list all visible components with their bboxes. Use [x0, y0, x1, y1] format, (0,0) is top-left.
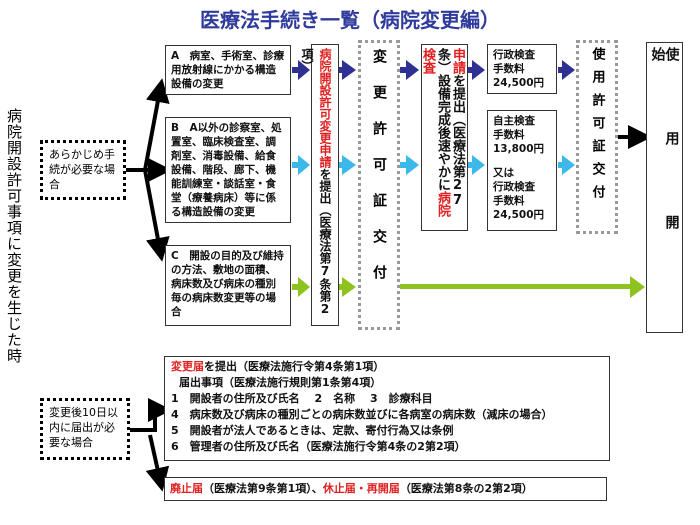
- closure-box: 廃止届（医療法第9条第1項）、休止届・再開届（医療法第8条の2第2項）: [164, 477, 607, 501]
- fee-amount: 24,500円: [493, 209, 545, 221]
- hospital-inspection: 病院検査: [420, 48, 450, 217]
- fee-label: 手数料: [493, 129, 525, 141]
- inspection-application: 申請を提出（医療法第27条）設備完成後速やかに病院検査: [420, 44, 468, 231]
- condition-advance: あらかじめ手続が必要な場合: [40, 140, 126, 200]
- change-permit: 変更許可証交付: [358, 40, 400, 330]
- box-a: A 病室、手術室、診療用放射線にかかる構造設備の変更: [165, 45, 291, 95]
- notice-item: 6 管理者の住所及び氏名（医療法施行令第4条の2第2項）: [171, 440, 466, 453]
- fee-amount: 13,800円: [493, 143, 545, 155]
- use-permit: 使用許可証交付: [576, 40, 618, 234]
- page-title: 医療法手続き一覧（病院変更編）: [200, 8, 500, 32]
- box-b: B A以外の診察室、処置室、臨床検査室、調剤室、消毒設備、給食設備、階段、廊下、…: [165, 117, 291, 223]
- use-start-text: 使用開始: [649, 47, 680, 299]
- change-notice-text: を提出（医療法施行令第4条第1項）: [204, 360, 385, 373]
- closure-text: （医療法第9条第1項）、: [203, 482, 323, 495]
- fee-label: 自主検査: [493, 115, 535, 127]
- notice-item: 4 病床数及び病床の種別ごとの病床数並びに各病室の病床数（減床の場合）: [171, 408, 553, 421]
- fee-amount: 24,500円: [493, 77, 545, 89]
- apply-red: 申請: [450, 48, 465, 74]
- change-permit-text: 変更許可証交付: [371, 49, 387, 301]
- apply-text: を提出（医療法第27条）設備完成後速やかに: [435, 48, 465, 208]
- change-application: 病院開設許可変更申請を提出（医療法第7条第2項）: [300, 44, 339, 326]
- notice-item: 5 開設者が法人であるときは、定款、寄付行為又は条例: [171, 424, 454, 437]
- fee-label: 手数料: [493, 195, 525, 207]
- light-blue-arrows: [292, 155, 575, 175]
- fee-or: 又は: [493, 167, 514, 179]
- left-label: 病院開設許可事項に変更を生じた時: [5, 108, 23, 364]
- use-permit-text: 使用許可証交付: [589, 47, 605, 208]
- change-notice-red: 変更届: [171, 360, 204, 373]
- box-c: C 開設の目的及び維持の方法、敷地の面積、病床数及び病床の種別毎の病床数変更等の…: [165, 245, 291, 326]
- notice-item: 1 開設者の住所及び氏名 2 名称 3 診療科目: [171, 392, 433, 405]
- use-start: 使用開始: [646, 42, 683, 333]
- fee-label: 行政検査: [493, 181, 535, 193]
- application-text: を提出（医療法第7条第2項）: [300, 48, 332, 316]
- closure-text: （医療法第8条の2第2項）: [399, 482, 533, 495]
- green-arrows: [292, 276, 645, 298]
- condition-after: 変更後10日以内に届出が必要な場合: [40, 398, 130, 460]
- notice-subheading: 届出事項（医療法施行規則第1条第4項）: [179, 376, 382, 389]
- branch-arrows: [126, 90, 652, 492]
- change-notice-box: 変更届を提出（医療法施行令第4条第1項） 届出事項（医療法施行規則第1条第4項）…: [164, 356, 610, 461]
- dark-blue-arrows: [292, 60, 575, 80]
- fee-label: 手数料: [493, 63, 525, 75]
- closure-red: 廃止届: [170, 482, 203, 495]
- suspension-red: 休止届・再開届: [322, 482, 400, 495]
- fee-label: 行政検査: [493, 49, 535, 61]
- application-red: 病院開設許可変更申請: [318, 48, 332, 168]
- fee-box-1: 行政検査手数料 24,500円: [487, 44, 557, 94]
